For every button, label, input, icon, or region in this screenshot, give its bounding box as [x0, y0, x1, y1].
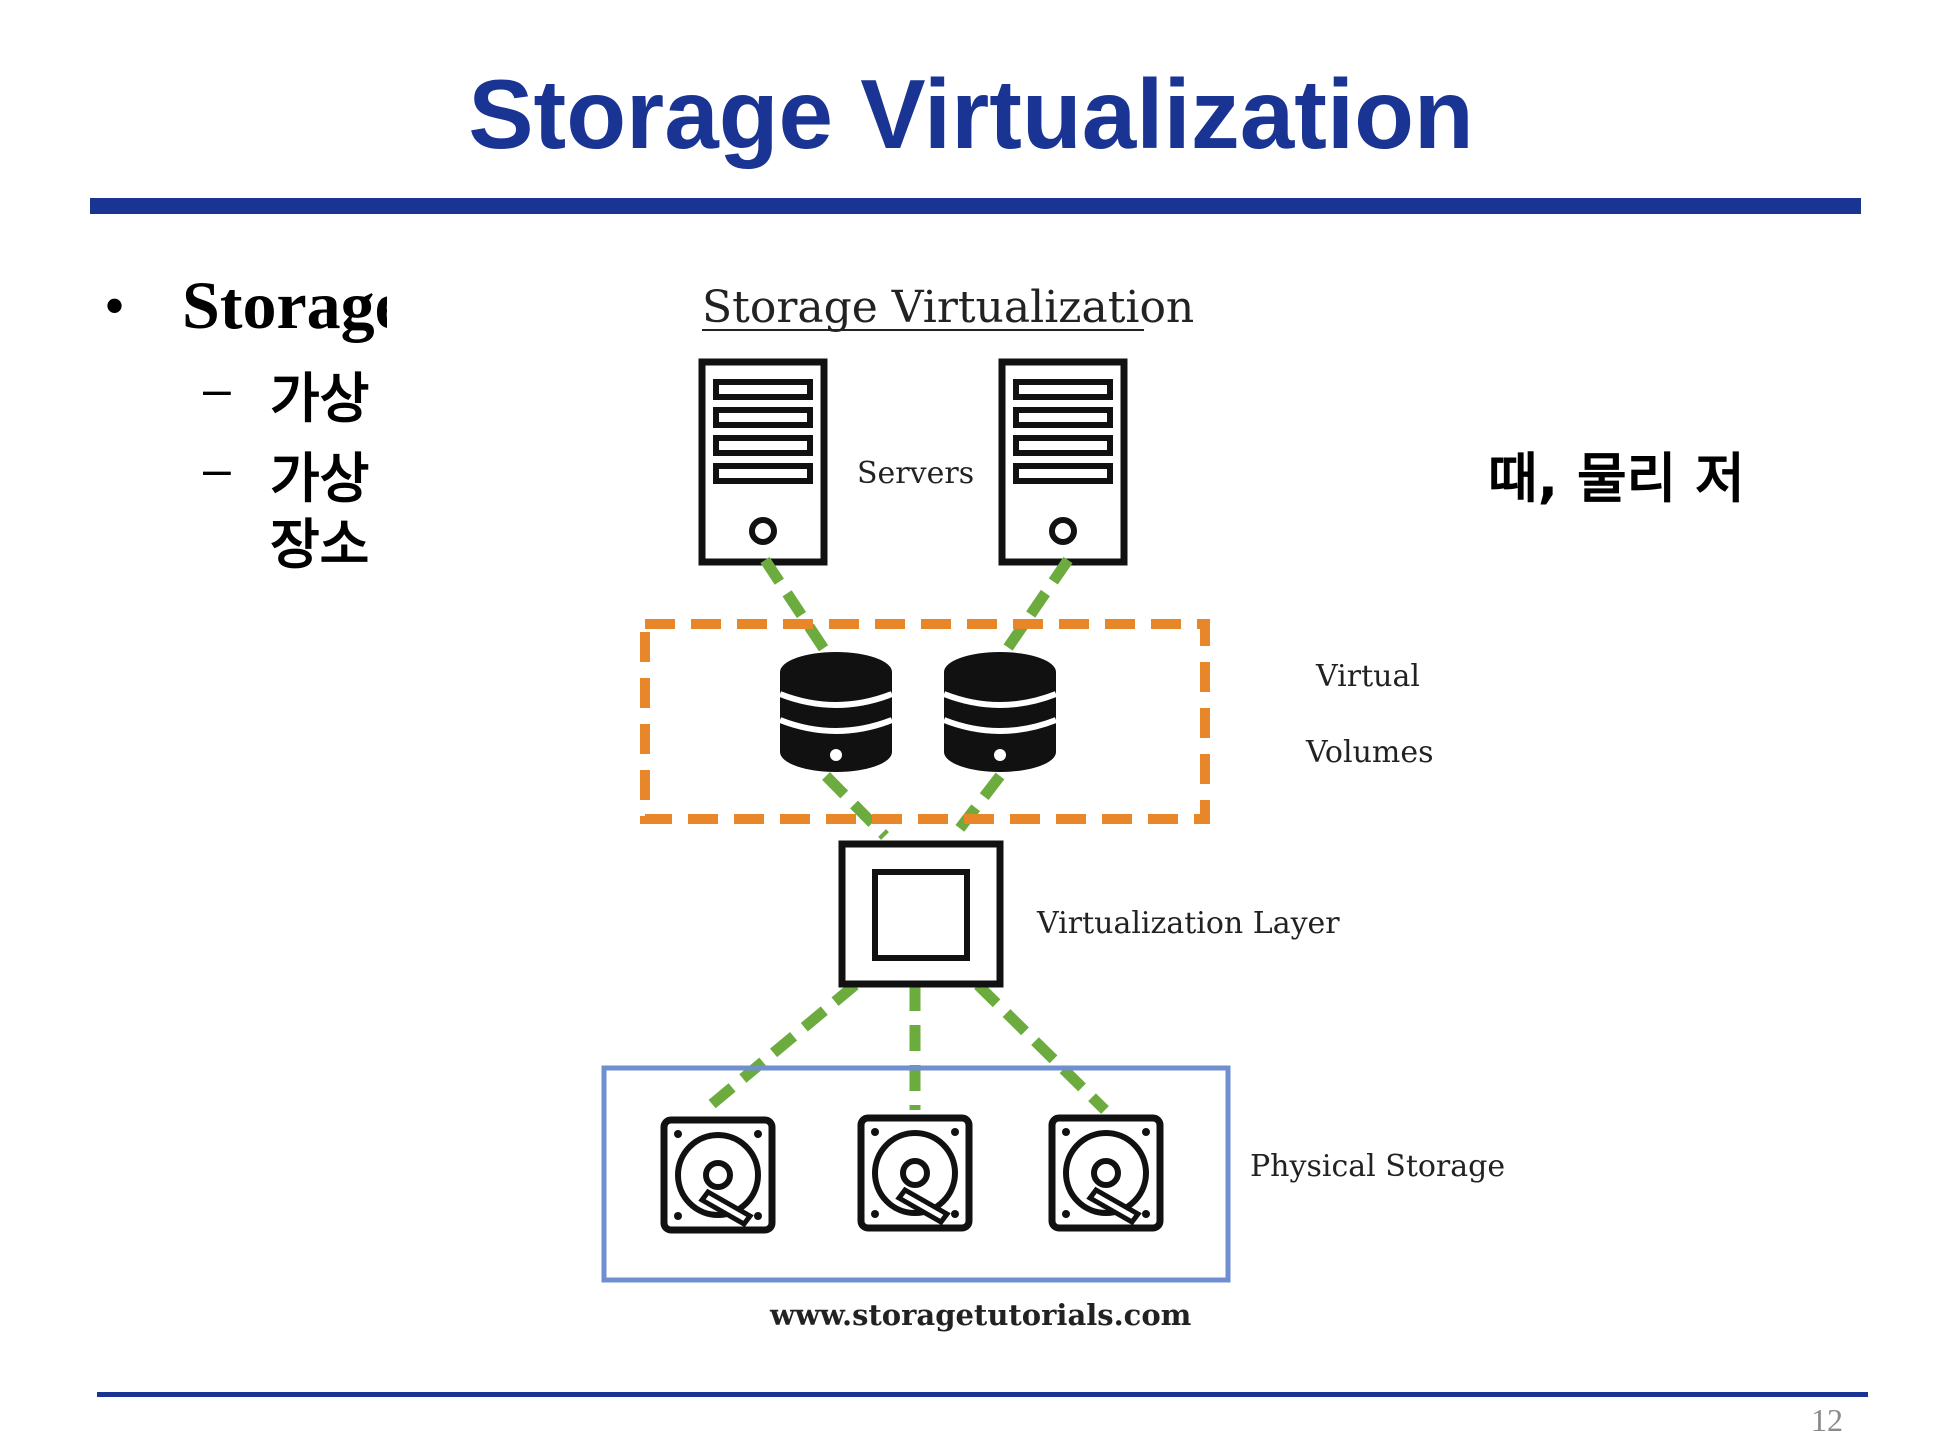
sub-bullet-dash: –: [203, 441, 231, 497]
volumes-label: Volumes: [1305, 735, 1434, 770]
hard-disk-icon: [1052, 1118, 1160, 1228]
server-icon: [702, 362, 824, 562]
title-divider: [90, 198, 1861, 214]
diagram-title: Storage Virtualization: [702, 282, 1194, 333]
sub-bullet-2-right-fragment: 때, 물리 저: [1488, 447, 1745, 510]
slide-title: Storage Virtualization: [468, 59, 1474, 169]
sub-bullet-1-text: 가상: [270, 367, 370, 430]
sub-bullet-dash: –: [203, 361, 231, 417]
virtual-volumes-box: [640, 619, 1210, 824]
connector-lines: [701, 556, 1109, 1115]
database-icon: [780, 652, 892, 772]
hard-disk-icon: [664, 1120, 772, 1230]
sub-bullet-2-text: 가상: [270, 447, 370, 510]
virtual-label: Virtual: [1315, 659, 1420, 694]
page-number: 12: [1811, 1402, 1843, 1438]
sub-bullet-2-continuation: 장소: [270, 513, 370, 576]
bullet-main-text: Storage: [182, 267, 387, 343]
server-icon: [1002, 362, 1124, 562]
source-credit: www.storagetutorials.com: [769, 1298, 1192, 1332]
database-icon: [944, 652, 1056, 772]
hard-disk-icon: [861, 1118, 969, 1228]
physical-storage-box: [601, 1065, 1231, 1283]
servers-label: Servers: [857, 456, 974, 491]
footer-divider: [97, 1392, 1868, 1397]
bullet-marker: •: [104, 273, 126, 339]
physical-storage-label: Physical Storage: [1250, 1149, 1505, 1184]
virtualization-layer-label: Virtualization Layer: [1036, 906, 1340, 941]
virtualization-chip-icon: [838, 840, 1004, 988]
